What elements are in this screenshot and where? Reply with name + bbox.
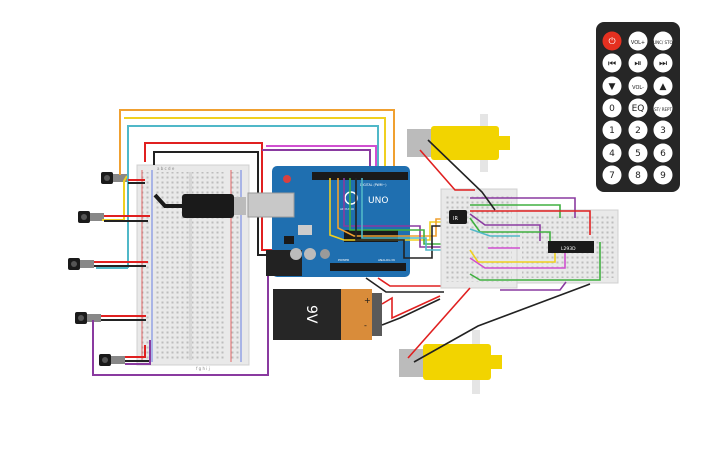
remote-key-play_pause[interactable]: ⏯ <box>628 53 648 73</box>
arduino-analog-label: ANALOG IN <box>378 258 395 262</box>
remote-key-label: 3 <box>660 126 666 136</box>
wires-right <box>469 197 601 291</box>
remote-key-k0[interactable]: 0 <box>602 98 622 118</box>
remote-key-label: 2 <box>635 126 641 136</box>
row-letters-top: a b c d e <box>157 166 175 171</box>
battery-label: 9V <box>303 305 319 324</box>
l293d-chip[interactable]: L293D <box>548 241 594 253</box>
remote-key-eq[interactable]: EQ <box>628 98 648 118</box>
ir-receiver-1[interactable] <box>101 172 127 184</box>
wires-left <box>92 109 395 376</box>
remote-key-k7[interactable]: 7 <box>602 165 622 185</box>
wires-battery <box>381 295 441 326</box>
battery-minus: - <box>364 321 367 330</box>
remote-key-k1[interactable]: 1 <box>602 120 622 140</box>
battery-plus: + <box>364 296 371 305</box>
remote-key-label: 9 <box>660 171 666 181</box>
dc-motor-bottom[interactable] <box>399 330 502 394</box>
ir-receiver-3[interactable] <box>68 258 94 270</box>
power-plug <box>153 193 246 218</box>
ir-receiver-4[interactable] <box>75 312 101 324</box>
ir-receiver-5[interactable] <box>99 354 125 366</box>
remote-key-label: VOL- <box>632 85 644 91</box>
battery-9v[interactable]: 9V + - <box>273 289 382 340</box>
remote-key-st_rept[interactable]: ST/ REPT <box>653 98 673 118</box>
row-letters-bottom: f g h i j <box>196 366 210 371</box>
arduino-power-label: POWER <box>338 258 349 262</box>
remote-key-power[interactable]: ⏻ <box>602 31 622 51</box>
remote-key-prev[interactable]: ⏮ <box>602 53 622 73</box>
remote-key-label: ▲ <box>660 82 667 92</box>
wires-arduino <box>329 178 444 293</box>
arduino-brand: ARDUINO <box>340 207 355 211</box>
ir-receiver-2[interactable] <box>78 211 104 223</box>
ir-receiver-board-label: IR <box>453 216 458 222</box>
remote-key-label: 0 <box>609 104 615 114</box>
remote-key-k2[interactable]: 2 <box>628 120 648 140</box>
remote-key-vol_down[interactable]: VOL- <box>628 76 648 96</box>
remote-key-label: 4 <box>609 149 615 159</box>
remote-key-label: ⏻ <box>608 36 615 47</box>
remote-key-label: ST/ REPT <box>654 107 672 112</box>
remote-key-label: 1 <box>609 126 615 136</box>
remote-key-label: 6 <box>660 149 666 159</box>
l293d-label: L293D <box>561 246 576 252</box>
remote-key-down[interactable]: ▼ <box>602 76 622 96</box>
remote-key-label: 5 <box>635 149 641 159</box>
remote-key-label: VOL+ <box>631 40 645 46</box>
ir-remote[interactable]: ⏻ VOL+ FUNC/ STOP ⏮ ⏯ ⏭ ▼ VOL- ▲ 0 EQ ST/ REPT 1 2 3 4 5… <box>596 22 680 192</box>
remote-key-k5[interactable]: 5 <box>628 143 648 163</box>
remote-key-label: 8 <box>635 171 641 181</box>
arduino-board-name: UNO <box>368 196 388 206</box>
remote-key-next[interactable]: ⏭ <box>653 53 673 73</box>
remote-key-label: 7 <box>609 171 615 181</box>
remote-key-label: ▼ <box>609 82 616 92</box>
wires-motors <box>407 139 591 363</box>
remote-key-k4[interactable]: 4 <box>602 143 622 163</box>
remote-key-up[interactable]: ▲ <box>653 76 673 96</box>
remote-key-label: FUNC/ STOP <box>651 40 676 45</box>
remote-key-label: ⏮ <box>608 59 616 69</box>
breadboard-right <box>440 188 619 289</box>
remote-key-k8[interactable]: 8 <box>628 165 648 185</box>
remote-key-label: ⏭ <box>659 59 667 69</box>
remote-key-k3[interactable]: 3 <box>653 120 673 140</box>
remote-key-label: EQ <box>632 104 645 114</box>
remote-key-vol_up[interactable]: VOL+ <box>628 31 648 51</box>
remote-key-func_stop[interactable]: FUNC/ STOP <box>651 31 676 51</box>
remote-key-label: ⏯ <box>634 59 641 69</box>
arduino-digital-label: DIGITAL (PWM~) <box>360 183 386 187</box>
ir-receiver-board[interactable]: IR <box>449 210 467 224</box>
dc-motor-top[interactable] <box>407 114 510 172</box>
remote-key-k6[interactable]: 6 <box>653 143 673 163</box>
arduino-uno[interactable]: UNO ARDUINO DIGITAL (PWM~) ANALOG IN POW… <box>247 166 410 277</box>
remote-key-k9[interactable]: 9 <box>653 165 673 185</box>
